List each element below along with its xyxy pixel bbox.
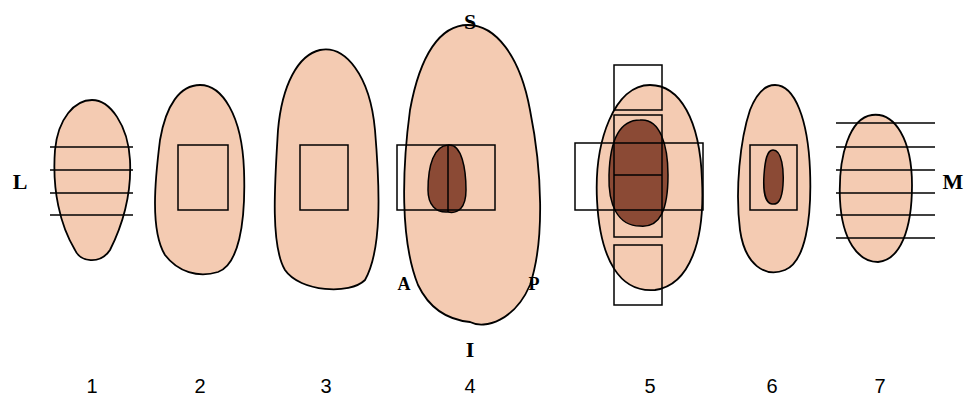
sample-box [614, 245, 662, 305]
sample-box [575, 143, 703, 210]
cut-line [836, 237, 935, 239]
slice-7 [840, 115, 912, 262]
sample-box [614, 65, 662, 110]
sample-box [397, 145, 495, 210]
slice-2 [155, 85, 244, 274]
sample-box [300, 145, 348, 210]
cut-line [614, 174, 662, 176]
lesion-4 [428, 145, 466, 212]
orientation-letter: P [529, 275, 540, 293]
slice-number: 1 [86, 376, 97, 396]
sample-box [614, 115, 662, 237]
sample-box [750, 145, 797, 210]
slice-1 [54, 100, 130, 260]
slice-number: 7 [874, 376, 885, 396]
orientation-letter: L [13, 171, 28, 193]
slice-6 [738, 85, 810, 272]
cut-line [836, 192, 935, 194]
orientation-letter: A [398, 275, 411, 293]
slice-number: 3 [320, 376, 331, 396]
cut-line [836, 169, 935, 171]
slice-4 [404, 25, 540, 325]
cut-line [836, 214, 935, 216]
cut-line [836, 122, 935, 124]
cut-line [50, 214, 133, 216]
slice-number: 4 [464, 376, 475, 396]
orientation-letter: M [943, 171, 964, 193]
sample-box [178, 145, 228, 210]
cut-line [50, 146, 133, 148]
slice-number: 2 [194, 376, 205, 396]
cut-line [50, 169, 133, 171]
slice-number: 5 [644, 376, 655, 396]
slice-number: 6 [766, 376, 777, 396]
orientation-letter: S [464, 11, 476, 33]
cut-line [447, 145, 449, 212]
slice-5 [597, 85, 703, 290]
cut-line [50, 192, 133, 194]
cut-line [836, 146, 935, 148]
lesion-6 [764, 150, 783, 204]
slice-3 [275, 49, 379, 289]
orientation-letter: I [466, 339, 475, 361]
